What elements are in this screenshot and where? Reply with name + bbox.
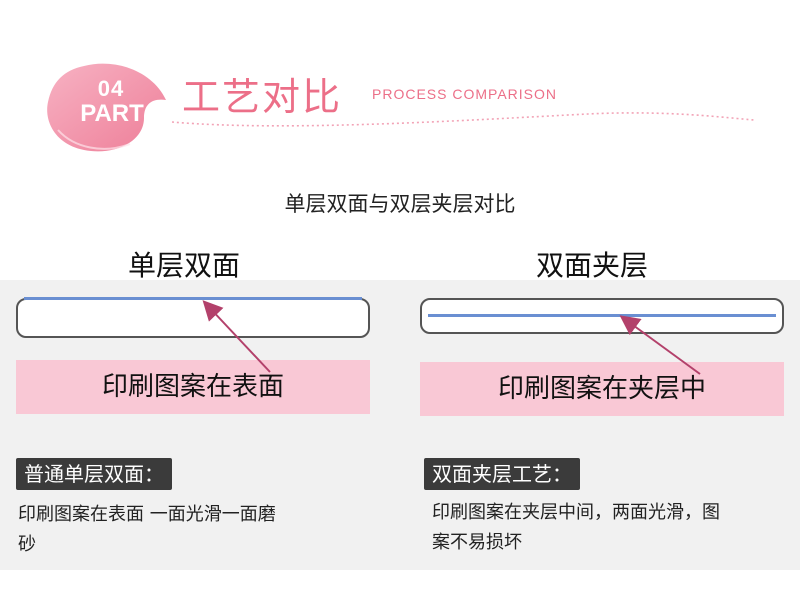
- part-badge-shape: [47, 63, 166, 152]
- left-pink-label: 印刷图案在表面: [16, 360, 370, 414]
- surface-print-line: [24, 297, 362, 300]
- badge-number: 04: [97, 76, 125, 101]
- left-process-tag: 普通单层双面：: [16, 458, 172, 490]
- section-title: 工艺对比: [182, 75, 343, 119]
- right-process-tag: 双面夹层工艺：: [424, 458, 580, 490]
- right-description: 印刷图案在夹层中间，两面光滑，图 案不易损坏: [432, 498, 798, 558]
- left-description-line-2: 砂: [18, 534, 36, 555]
- left-description-line-1: 印刷图案在表面 一面光滑一面磨: [18, 504, 276, 525]
- right-pink-label: 印刷图案在夹层中: [420, 362, 784, 416]
- left-column-title: 单层双面: [128, 249, 241, 282]
- right-column-title: 双面夹层: [536, 249, 649, 282]
- right-description-line-2: 案不易损坏: [432, 532, 522, 553]
- left-description: 印刷图案在表面 一面光滑一面磨 砂: [18, 500, 388, 560]
- section-subtitle: PROCESS COMPARISON: [372, 86, 557, 102]
- sandwich-print-line: [428, 314, 776, 317]
- right-description-line-1: 印刷图案在夹层中间，两面光滑，图: [432, 502, 720, 523]
- decorative-dotted-line: [171, 112, 755, 127]
- badge-word: PART: [80, 100, 144, 127]
- comparison-heading: 单层双面与双层夹层对比: [284, 192, 516, 216]
- single-layer-strip: [16, 298, 370, 338]
